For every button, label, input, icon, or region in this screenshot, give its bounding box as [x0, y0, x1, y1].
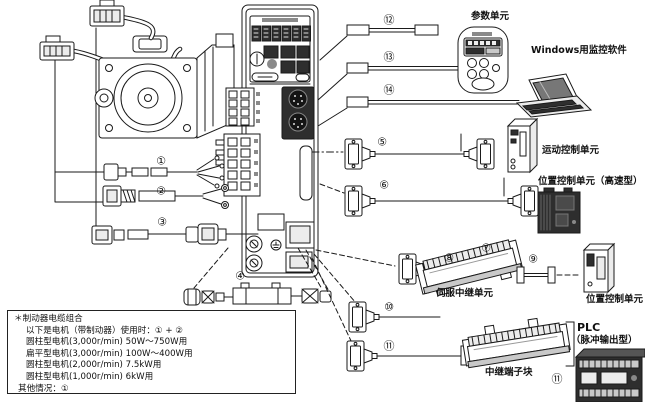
servo-motor [39, 0, 235, 227]
cable-badge-12: ⑫ [383, 13, 395, 27]
cable-badge-8: ⑧ [444, 251, 454, 265]
cable-badge-9: ⑨ [528, 252, 538, 266]
cable-badge-13: ⑬ [383, 50, 395, 64]
drive-power-terminal [225, 87, 260, 127]
cable-badge-4: ④ [235, 269, 245, 283]
label-motion-control-unit: 运动控制单元 [542, 145, 600, 156]
note-line: 圆柱型电机(3,000r/min) 50W～750W用 [26, 337, 188, 348]
drive-cn-connectors [281, 86, 315, 140]
note-title: ＊制动器电缆组合 [14, 314, 83, 324]
brake-cable-note-box: ＊制动器电缆组合 以下是电机（带制动器）使用时：① + ② 圆柱型电机(3,00… [7, 310, 296, 394]
laptop [515, 73, 593, 118]
cable-badge-14: ⑭ [383, 83, 395, 97]
cable-badge-1: ① [156, 154, 166, 168]
cable-badge-7: ⑦ [481, 241, 491, 255]
drive-buttons [249, 45, 310, 82]
label-servo-relay-unit: 伺服中继单元 [436, 288, 494, 299]
motion-control-unit [506, 117, 539, 174]
cable-2-brake [102, 184, 229, 209]
parameter-unit [457, 26, 509, 94]
motor-power-connector [39, 35, 75, 61]
position-control-unit [582, 242, 616, 294]
label-plc: PLC [577, 321, 601, 334]
note-line: 圆柱型电机(1,000r/min) 6kW用 [26, 371, 154, 382]
label-relay-terminal-block: 中继端子块 [485, 367, 533, 378]
cable-10 [313, 253, 441, 333]
cable-5 [311, 133, 495, 170]
label-position-control-unit: 位置控制单元 [586, 294, 644, 305]
drive-display [251, 25, 311, 42]
cable-6 [319, 177, 539, 217]
cable-badge-10: ⑩ [384, 300, 394, 314]
drive-bottom-terminals [245, 221, 315, 273]
position-control-unit-hs [537, 187, 581, 234]
label-windows-software: Windows用监控软件 [531, 45, 627, 56]
label-position-control-hs: 位置控制单元（高速型） [538, 176, 643, 187]
cable-9 [516, 266, 582, 284]
label-parameter-unit: 参数单元 [471, 11, 510, 22]
cable-1-power [103, 155, 225, 189]
cable-4 [183, 247, 332, 306]
cable-badge-11: ⑪ [383, 339, 395, 353]
servo-relay-unit [415, 239, 524, 297]
motor-encoder-connector [89, 0, 125, 27]
cable-3-encoder [91, 223, 259, 245]
cable-badge-3: ③ [157, 215, 167, 229]
cable-14 [317, 96, 520, 127]
note-line: 以下是电机（带制动器）使用时：① + ② [26, 325, 183, 336]
cable-13 [317, 62, 459, 101]
note-line: 圆柱型电机(2,000r/min) 7.5kW用 [26, 360, 162, 371]
cable-badge-5: ⑤ [377, 135, 387, 149]
drive-motor-terminal [215, 133, 261, 197]
plc-bracket [565, 321, 575, 367]
cable-badge-2: ② [156, 184, 166, 198]
plc-unit [574, 348, 645, 402]
cable-12 [319, 24, 439, 61]
cable-badge-6: ⑥ [379, 178, 389, 192]
label-plc-type: （脉冲输出型） [571, 335, 638, 346]
servo-drive [215, 4, 319, 278]
note-line: 扁平型电机(3,000r/min) 100W～400W用 [26, 348, 193, 359]
cable-badge-11-plc: ⑪ [551, 372, 563, 386]
note-footer: 其他情况：① [18, 383, 69, 394]
relay-terminal-block [461, 317, 571, 369]
